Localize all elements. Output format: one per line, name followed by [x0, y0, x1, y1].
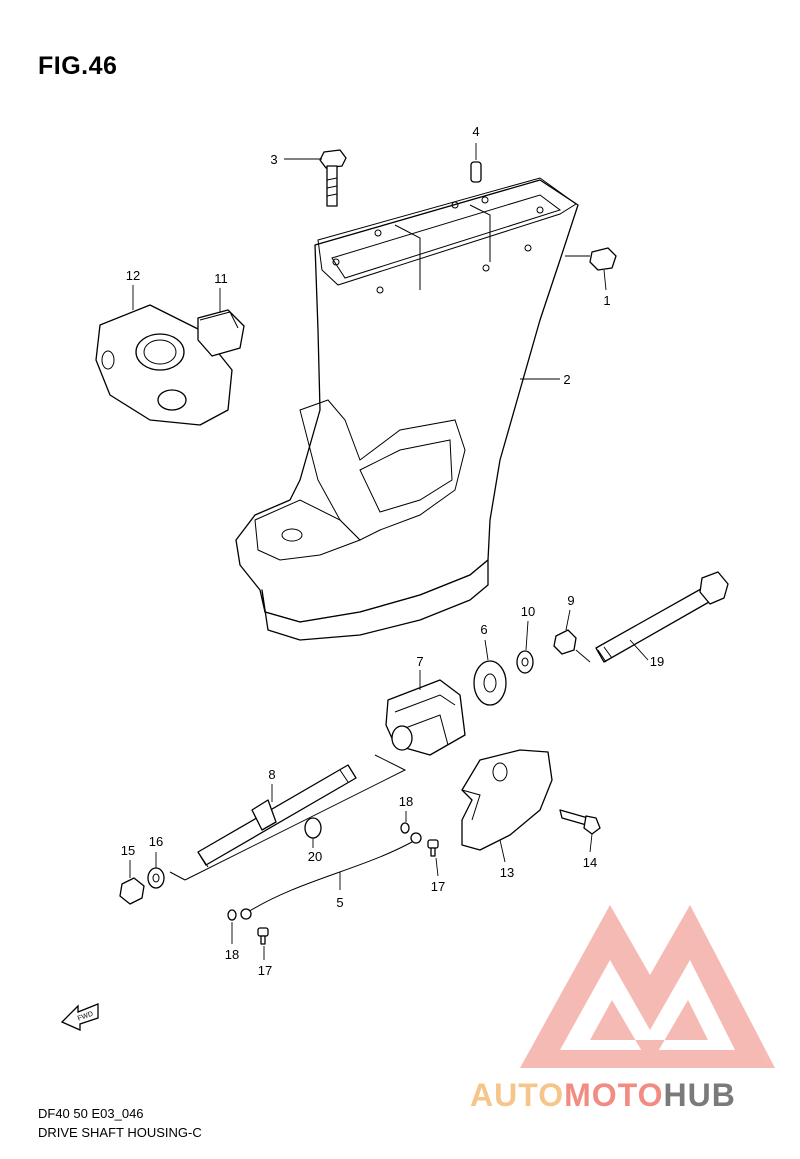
callout-9: 9: [567, 593, 574, 608]
screw-part-17b: [257, 927, 269, 945]
screw-part-17a: [427, 839, 439, 857]
callout-1: 1: [603, 293, 610, 308]
washer-part-10: [516, 650, 534, 674]
bolt-part-14: [559, 809, 601, 835]
callout-10: 10: [521, 604, 535, 619]
callout-17b: 17: [258, 963, 272, 978]
assembly-outline-end: [169, 871, 186, 881]
cap-nut-part-1: [589, 247, 617, 271]
watermark-hub: HUB: [663, 1077, 736, 1113]
callout-12: 12: [126, 268, 140, 283]
callout-20: 20: [308, 849, 322, 864]
long-bolt-part-19: [595, 571, 729, 663]
figure-caption: DF40 50 E03_046 DRIVE SHAFT HOUSING-C: [38, 1104, 202, 1142]
callout-18a: 18: [399, 794, 413, 809]
washer-part-16: [147, 867, 165, 889]
bolt-part-3: [319, 149, 347, 207]
callout-7: 7: [416, 654, 423, 669]
washer-part-6: [473, 660, 507, 706]
callout-13: 13: [500, 865, 514, 880]
watermark-logo: [520, 905, 775, 1068]
watermark-moto: MOTO: [564, 1077, 664, 1113]
rubber-pad-part-11: [197, 309, 245, 357]
callout-5: 5: [336, 895, 343, 910]
callout-14: 14: [583, 855, 597, 870]
figure-title: FIG.46: [38, 52, 118, 80]
rubber-mount-part-7: [385, 679, 466, 756]
figure-name: DRIVE SHAFT HOUSING-C: [38, 1125, 202, 1140]
washer-part-18a: [400, 822, 410, 834]
leader-lines: [129, 143, 649, 960]
callout-6: 6: [480, 622, 487, 637]
nut-part-15: [119, 877, 145, 905]
callout-3: 3: [270, 152, 277, 167]
cover-part-13: [461, 749, 553, 851]
callout-17a: 17: [431, 879, 445, 894]
figure-code: DF40 50 E03_046: [38, 1106, 144, 1121]
callout-16: 16: [149, 834, 163, 849]
watermark-auto: AUTO: [470, 1077, 565, 1113]
fwd-arrow-icon: FWD: [60, 1003, 99, 1032]
callout-19: 19: [650, 654, 664, 669]
drive-shaft-housing: [235, 177, 579, 641]
ground-wire-part-5: [240, 832, 422, 920]
shaft-part-8: [197, 764, 357, 868]
assembly-outline: [184, 754, 407, 881]
callout-8: 8: [268, 767, 275, 782]
nut-part-9: [553, 629, 577, 655]
watermark-text: AUTOMOTOHUB: [470, 1077, 736, 1114]
dowel-pin-part-4: [470, 161, 482, 183]
washer-part-20: [304, 817, 322, 839]
callout-4: 4: [472, 124, 479, 139]
washer-part-18b: [227, 909, 237, 921]
callout-11: 11: [214, 271, 228, 286]
callout-numbers: 3 4 1 2 12 11 6 10 9 19 7 8 18 20 16 15 …: [121, 124, 664, 978]
callout-15: 15: [121, 843, 135, 858]
callout-2: 2: [563, 372, 570, 387]
callout-18b: 18: [225, 947, 239, 962]
